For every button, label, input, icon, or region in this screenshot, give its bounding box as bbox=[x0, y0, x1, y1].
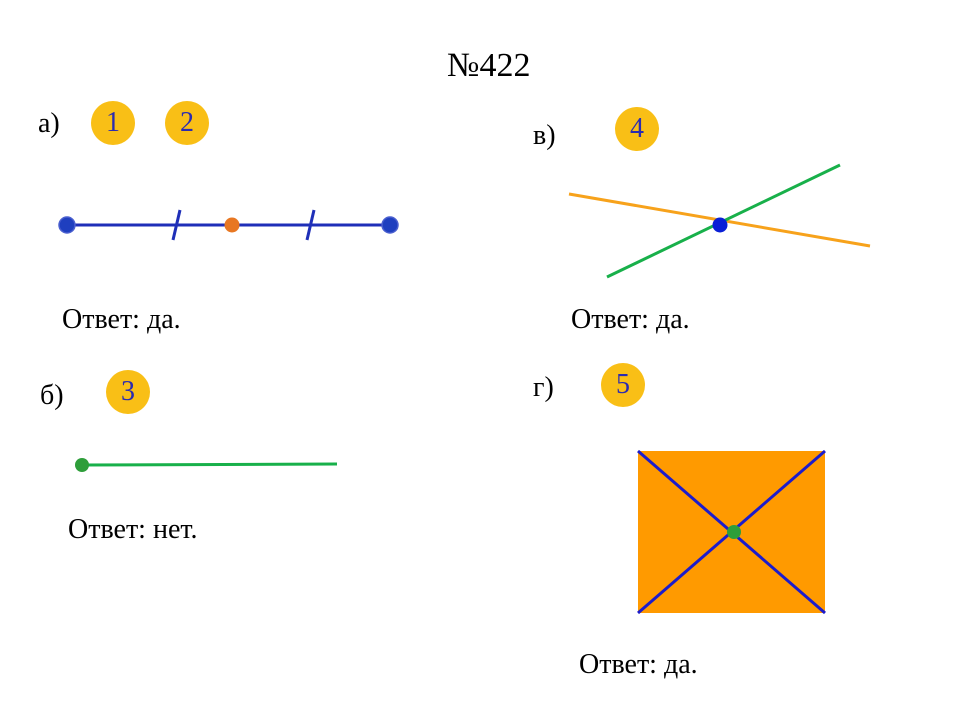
figure-g-rectangle bbox=[637, 449, 826, 615]
badge-3[interactable]: 3 bbox=[106, 370, 150, 414]
ray-line bbox=[81, 462, 338, 467]
figure-v-intersecting-lines bbox=[568, 163, 871, 279]
badge-4[interactable]: 4 bbox=[615, 107, 659, 151]
part-b-answer: Ответ: нет. bbox=[68, 514, 198, 545]
part-g-answer: Ответ: да. bbox=[579, 649, 698, 680]
endpoint-left bbox=[58, 216, 76, 234]
figure-b-ray bbox=[75, 458, 338, 472]
task-number-title: №422 bbox=[447, 47, 531, 84]
tick-mark-right bbox=[305, 209, 316, 241]
part-a-label: а) bbox=[38, 108, 60, 139]
part-v-answer: Ответ: да. bbox=[571, 304, 690, 335]
part-v-label: в) bbox=[533, 120, 556, 151]
badge-5[interactable]: 5 bbox=[601, 363, 645, 407]
intersection-point bbox=[712, 217, 728, 233]
part-a-answer: Ответ: да. bbox=[62, 304, 181, 335]
ray-origin-point bbox=[75, 458, 89, 472]
part-g-label: г) bbox=[533, 372, 554, 403]
midpoint bbox=[224, 217, 240, 233]
endpoint-right bbox=[381, 216, 399, 234]
diagonals-intersection-point bbox=[727, 525, 741, 539]
tick-mark-left bbox=[171, 209, 182, 241]
figure-a-segment bbox=[58, 209, 399, 241]
part-b-label: б) bbox=[40, 380, 64, 411]
badge-1[interactable]: 1 bbox=[91, 101, 135, 145]
badge-2[interactable]: 2 bbox=[165, 101, 209, 145]
